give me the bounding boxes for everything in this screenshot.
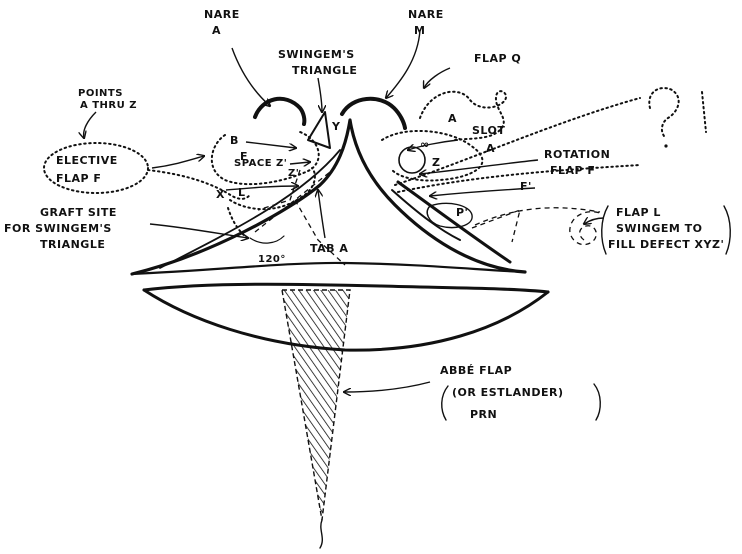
label-nare-a-1: NARE bbox=[204, 8, 240, 21]
label-slot-1: SLOT bbox=[472, 124, 505, 137]
label-pt-y: Y bbox=[331, 120, 341, 133]
label-pt-a: A bbox=[448, 112, 457, 125]
arrow-tab-a bbox=[318, 190, 325, 238]
label-flap-l-2: SWINGEM TO bbox=[616, 222, 703, 235]
arrow-slot bbox=[408, 140, 458, 150]
label-flap-l-3: FILL DEFECT XYZ' bbox=[608, 238, 724, 251]
flap-l-dashed-arc bbox=[475, 208, 600, 225]
label-slot-2: A bbox=[486, 142, 495, 155]
label-tab-a: TAB A bbox=[310, 242, 348, 255]
label-pt-zp: Z' bbox=[288, 168, 299, 179]
arrow-flap-l bbox=[584, 218, 604, 224]
arrow-x bbox=[226, 186, 298, 190]
arrow-abbe bbox=[344, 382, 430, 392]
arrow-flap-q bbox=[424, 68, 450, 88]
label-rotation-2: FLAP F bbox=[550, 164, 595, 177]
arrow-swingem bbox=[318, 78, 322, 112]
question-dot bbox=[664, 144, 667, 147]
label-points-1: POINTS bbox=[78, 88, 123, 99]
label-swingem-1: SWINGEM'S bbox=[278, 48, 355, 61]
label-pt-fp: F' bbox=[520, 180, 532, 193]
arrow-space bbox=[290, 162, 310, 164]
label-nare-m-1: NARE bbox=[408, 8, 444, 21]
label-nare-a-2: A bbox=[212, 24, 221, 37]
label-abbe-2: (OR ESTLANDER) bbox=[452, 386, 564, 399]
label-abbe-1: ABBÉ FLAP bbox=[440, 364, 512, 377]
label-elective-2: FLAP F bbox=[56, 172, 101, 185]
swingem-triangle-shape bbox=[308, 112, 330, 148]
label-points-2: A THRU Z bbox=[80, 100, 137, 111]
label-pt-z: Z bbox=[432, 156, 440, 169]
abbe-flap-tail bbox=[320, 520, 322, 548]
elective-flap-oval bbox=[44, 143, 148, 193]
arrow-graft bbox=[150, 224, 248, 238]
question-mark-dotted bbox=[649, 88, 678, 136]
label-flap-l-1: FLAP L bbox=[616, 206, 661, 219]
internal-dashes-2 bbox=[295, 200, 345, 265]
arrow-b bbox=[246, 142, 296, 148]
label-infinity: ∞ bbox=[420, 138, 430, 151]
flap-l-spiral bbox=[570, 212, 602, 245]
long-dotted-right-2 bbox=[398, 165, 640, 192]
label-angle: 120° bbox=[258, 254, 286, 265]
arrow-points bbox=[84, 112, 96, 138]
label-pt-x: X bbox=[216, 188, 225, 201]
angle-arc bbox=[250, 236, 284, 243]
abbe-paren-right bbox=[594, 384, 600, 420]
label-pt-b: B bbox=[230, 134, 239, 147]
right-edge-dots bbox=[702, 92, 706, 132]
label-pt-f: F bbox=[240, 150, 248, 163]
label-flap-q: FLAP Q bbox=[474, 52, 521, 65]
flap-l-paren-right bbox=[724, 206, 730, 254]
elective-flap-extension bbox=[148, 170, 250, 199]
label-pt-p: P' bbox=[456, 206, 468, 219]
label-abbe-3: PRN bbox=[470, 408, 497, 421]
long-dotted-right bbox=[395, 98, 640, 185]
label-nare-m-2: M bbox=[414, 24, 425, 37]
arrow-nare-a bbox=[232, 48, 270, 106]
arrow-nare-m bbox=[386, 30, 420, 98]
upper-lip-base bbox=[132, 263, 525, 274]
label-graft-3: TRIANGLE bbox=[40, 238, 105, 251]
arrow-elective bbox=[152, 156, 204, 168]
label-pt-l: L bbox=[238, 186, 246, 199]
label-graft-1: GRAFT SITE bbox=[40, 206, 117, 219]
abbe-paren-left bbox=[442, 386, 448, 420]
label-rotation-1: ROTATION bbox=[544, 148, 610, 161]
label-swingem-2: TRIANGLE bbox=[292, 64, 357, 77]
nare-a-shape bbox=[255, 99, 304, 124]
label-graft-2: FOR SWINGEM'S bbox=[4, 222, 112, 235]
abbe-flap-wedge bbox=[282, 290, 350, 520]
flap-l-triangle bbox=[472, 210, 520, 242]
label-elective-1: ELECTIVE bbox=[56, 154, 118, 167]
